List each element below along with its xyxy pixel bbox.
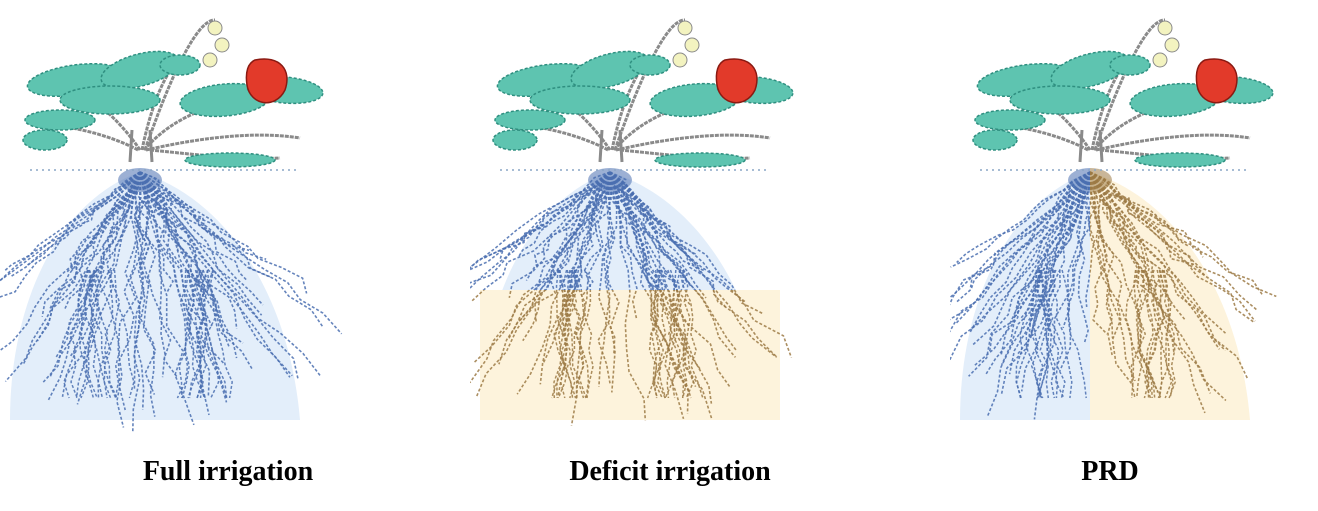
fruit-icon xyxy=(246,59,287,103)
dry-soil-zone xyxy=(480,290,780,420)
full-irrigation-caption: Full irrigation xyxy=(38,456,418,488)
plant-diagram xyxy=(950,0,1318,440)
plant-shoot xyxy=(973,20,1274,170)
deficit-irrigation-caption: Deficit irrigation xyxy=(480,456,860,488)
fruit-icon xyxy=(1196,59,1237,103)
plant-diagram xyxy=(0,0,380,440)
prd-caption: PRD xyxy=(920,456,1300,488)
plant-shoot xyxy=(493,20,794,170)
plant-diagram xyxy=(470,0,850,440)
full-irrigation-panel xyxy=(0,0,380,440)
deficit-irrigation-panel xyxy=(470,0,850,440)
prd-panel xyxy=(950,0,1318,440)
plant-shoot xyxy=(23,20,324,170)
fruit-icon xyxy=(716,59,757,103)
